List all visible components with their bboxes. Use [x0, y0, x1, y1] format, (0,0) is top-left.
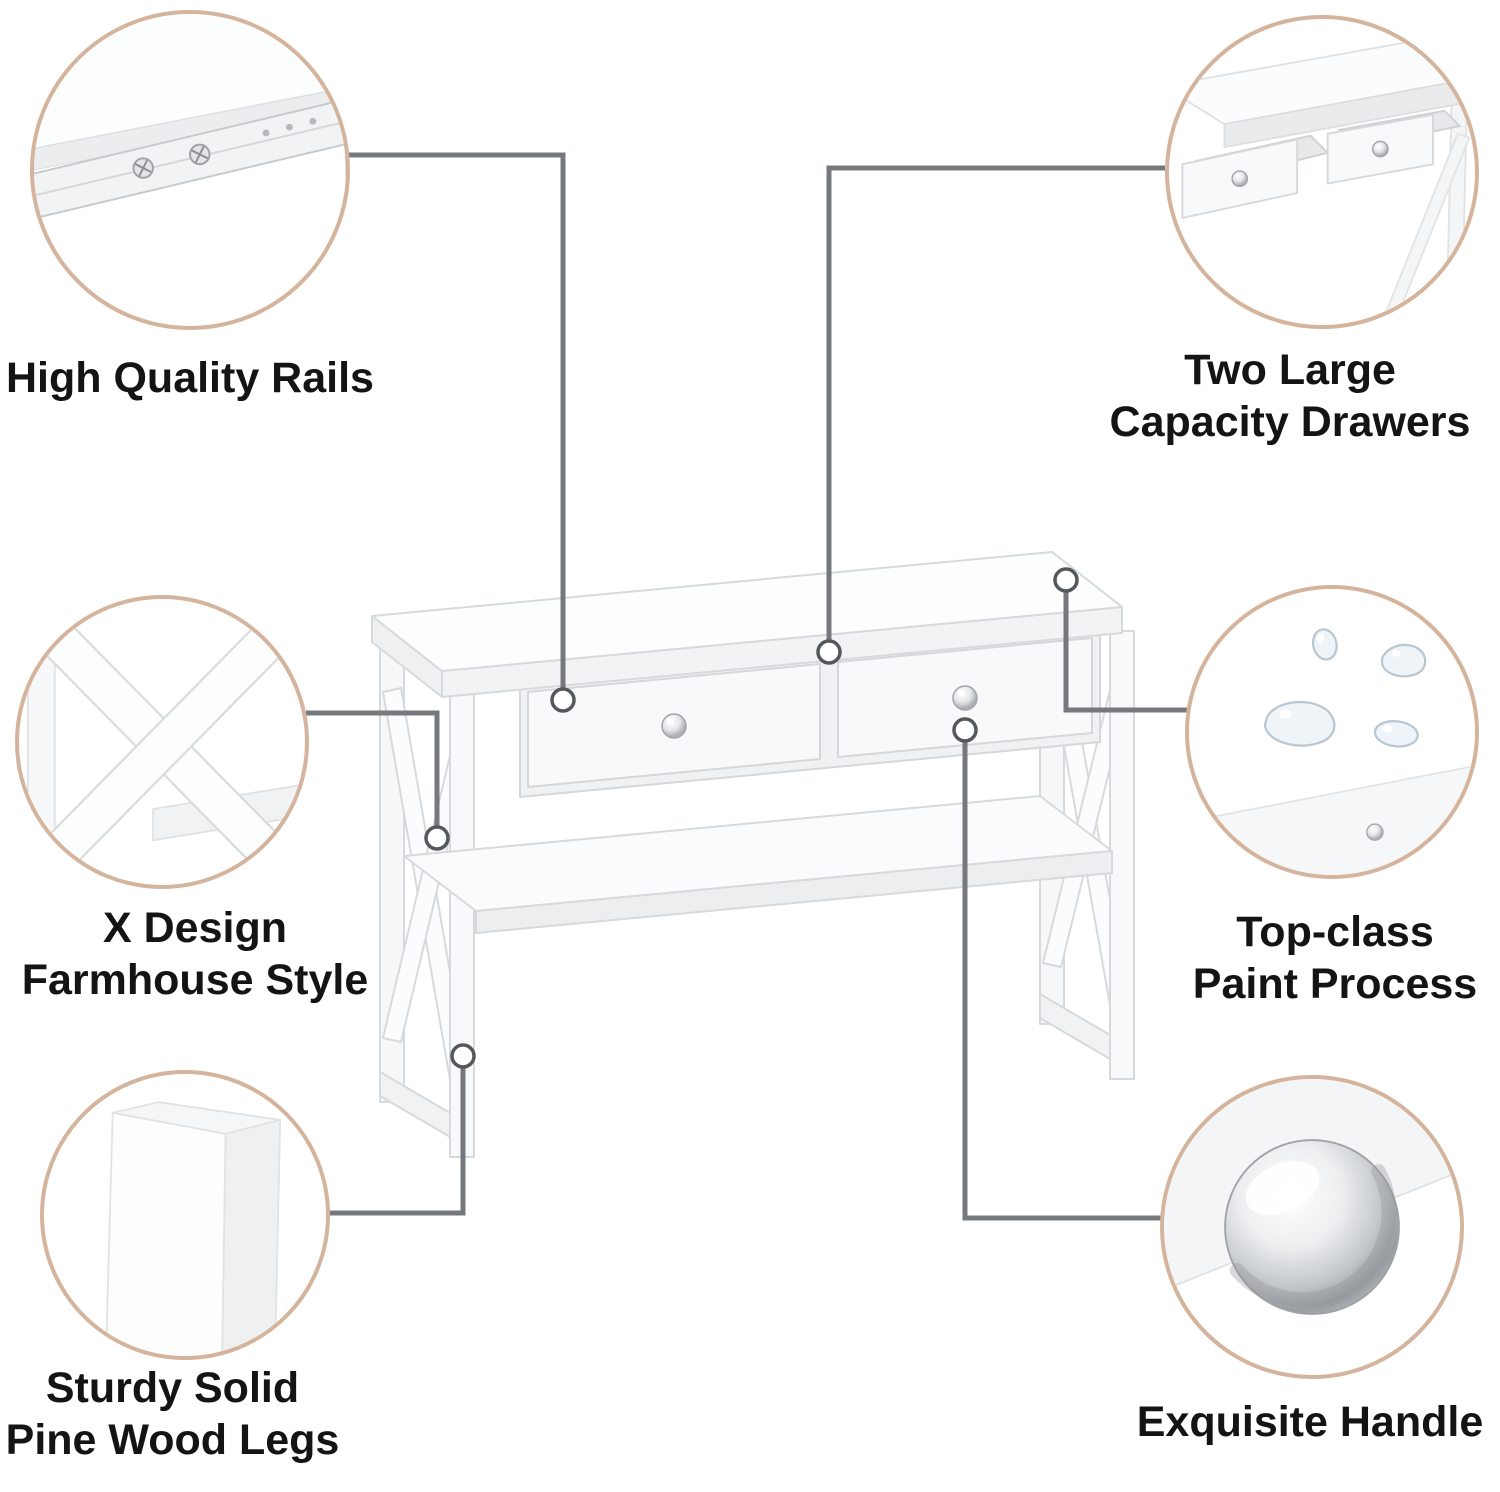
label-line: X Design — [103, 904, 287, 952]
label-line: Top-class — [1236, 908, 1434, 956]
desk-left-leg-frame — [379, 637, 475, 1158]
connector-line-drawers — [826, 165, 1165, 640]
x-frame-closeup-image — [27, 599, 305, 885]
callout-circle-paint — [1185, 585, 1479, 879]
desk-top — [371, 551, 1123, 698]
drawer-knobs — [661, 685, 978, 739]
label-x-design-farmhouse-style: X Design Farmhouse Style — [0, 902, 390, 1007]
label-line: Two Large — [1184, 346, 1396, 394]
callout-circle-x-design — [15, 595, 309, 889]
chrome-knob-closeup-image — [1164, 1079, 1460, 1315]
marker-rails — [550, 687, 576, 713]
label-exquisite-handle: Exquisite Handle — [1080, 1396, 1500, 1448]
label-line: Farmhouse Style — [21, 956, 369, 1005]
label-line: Pine Wood Legs — [5, 1416, 340, 1465]
desk-stretcher — [403, 795, 1113, 934]
water-drops-closeup-image — [1189, 628, 1475, 875]
callout-circle-rails — [30, 10, 350, 330]
connector-line-legs — [330, 1068, 466, 1216]
open-drawers-closeup-image — [1169, 39, 1475, 325]
callout-circle-legs — [40, 1070, 330, 1360]
marker-x-design — [424, 825, 450, 851]
label-line: Paint Process — [1192, 960, 1478, 1009]
label-sturdy-solid-pine-wood-legs: Sturdy Solid Pine Wood Legs — [0, 1362, 345, 1467]
connector-line-rails — [349, 152, 566, 688]
label-line: Exquisite Handle — [1136, 1398, 1484, 1446]
callout-circle-handle — [1160, 1075, 1464, 1379]
marker-paint — [1053, 567, 1079, 593]
connector-line-paint — [1063, 592, 1187, 713]
label-top-class-paint-process: Top-class Paint Process — [1140, 906, 1500, 1011]
pine-leg-closeup-image — [105, 1101, 282, 1356]
label-line: Capacity Drawers — [1109, 398, 1471, 447]
marker-drawers — [816, 639, 842, 665]
marker-legs — [450, 1043, 476, 1069]
drawer-rail-closeup-image — [34, 14, 346, 220]
rail-screws — [132, 143, 211, 179]
label-two-large-capacity-drawers: Two Large Capacity Drawers — [1080, 344, 1500, 449]
marker-handle — [952, 717, 978, 743]
connector-line-handle — [962, 742, 1161, 1221]
label-line: High Quality Rails — [6, 354, 374, 402]
water-drops — [1263, 628, 1427, 748]
label-high-quality-rails: High Quality Rails — [6, 352, 436, 404]
label-line: Sturdy Solid — [45, 1364, 300, 1412]
callout-circle-drawers — [1165, 15, 1479, 329]
connector-line-x-design — [306, 710, 440, 826]
